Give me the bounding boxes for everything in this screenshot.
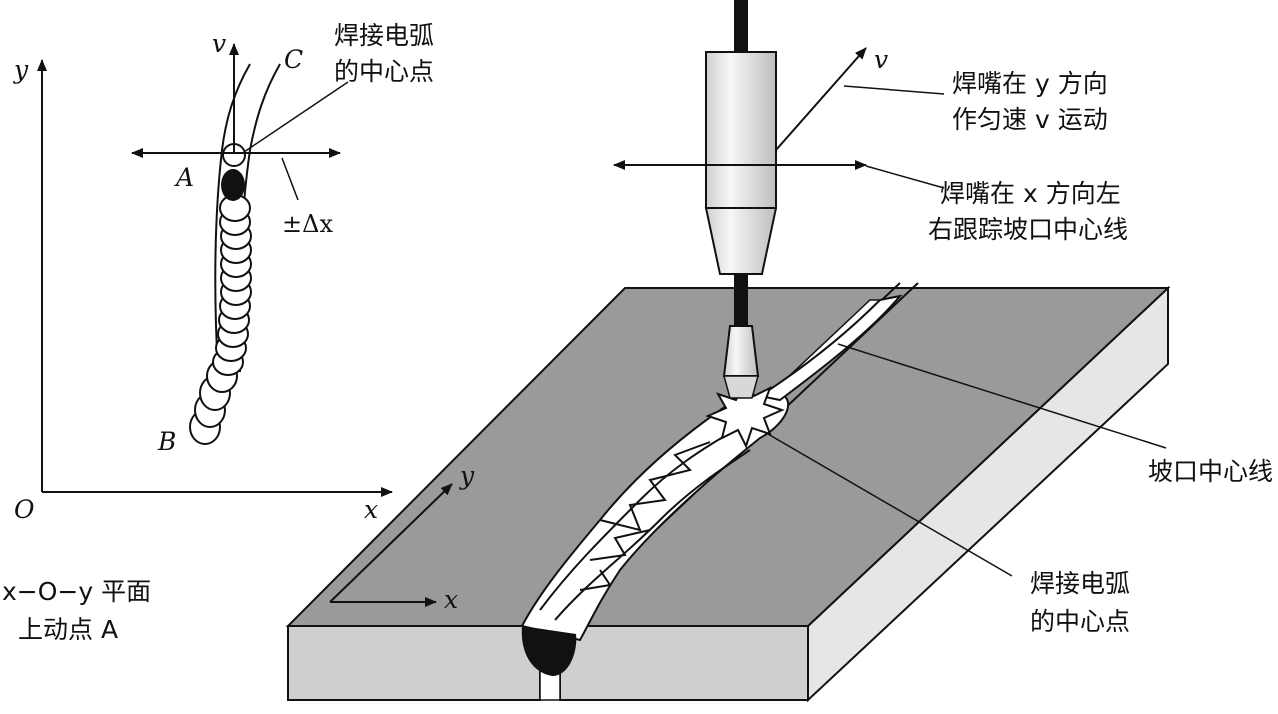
torch-nozzle <box>722 325 760 377</box>
plate-front-right <box>559 625 809 701</box>
left-coordinate-panel: y x O v <box>2 21 434 644</box>
arc-center-leader <box>243 81 349 153</box>
torch-feed-rod <box>734 0 748 54</box>
plate-y-axis-label: y <box>459 461 475 490</box>
velocity-label: v <box>212 29 226 58</box>
torch-velocity-label: v <box>874 45 888 74</box>
x-axis-label: x <box>364 495 378 524</box>
point-b-label: B <box>157 427 176 456</box>
point-c-label: C <box>284 45 303 74</box>
torch-cone <box>704 207 778 275</box>
plate-arc-center-label-line2: 的中心点 <box>1030 607 1130 636</box>
point-a-label: A <box>174 163 194 192</box>
origin-label: O <box>14 495 35 524</box>
plate-arc-center-label-line1: 焊接电弧 <box>1030 569 1130 598</box>
caption-line2: 上动点 A <box>18 615 118 644</box>
torch-wire <box>734 274 748 328</box>
torch-y-label-line2: 作匀速 v 运动 <box>952 105 1108 134</box>
groove-center-label: 坡口中心线 <box>1148 457 1273 486</box>
plate-front-left <box>287 625 541 701</box>
plate-arc-center-leader <box>767 433 1013 577</box>
groove-center-leader <box>837 343 1167 449</box>
arc-center-label-line2: 的中心点 <box>334 57 434 86</box>
arc-spark <box>705 375 785 449</box>
weld-bead-trace <box>189 194 252 445</box>
torch-x-label-line1: 焊嘴在 x 方向左 <box>940 179 1121 208</box>
plate-weld-bead <box>520 294 903 642</box>
torch-velocity-arrow <box>775 47 867 151</box>
bead-end-dark <box>521 626 577 676</box>
delta-x-label: ±Δx <box>282 210 333 238</box>
torch-x-label-line2: 右跟踪坡口中心线 <box>928 215 1128 244</box>
right-torch-panel: v 焊嘴在 y 方向 作匀速 v 运动 焊嘴在 x 方向左 右跟踪坡口中心线 坡… <box>285 0 1273 703</box>
plate-y-axis <box>329 483 453 603</box>
y-axis-label: y <box>13 55 29 84</box>
plate-x-axis-label: x <box>444 585 458 614</box>
weld-pool-dot <box>221 169 245 201</box>
torch-y-label-line1: 焊嘴在 y 方向 <box>952 69 1108 98</box>
torch-body <box>705 51 777 209</box>
caption-line1: x−O−y 平面 <box>2 577 151 606</box>
delta-x-leader <box>281 157 299 201</box>
torch-nozzle-tip <box>723 375 759 399</box>
torch-y-leader <box>843 85 945 95</box>
arc-center-label-line1: 焊接电弧 <box>334 21 434 50</box>
torch-x-leader <box>865 165 945 189</box>
